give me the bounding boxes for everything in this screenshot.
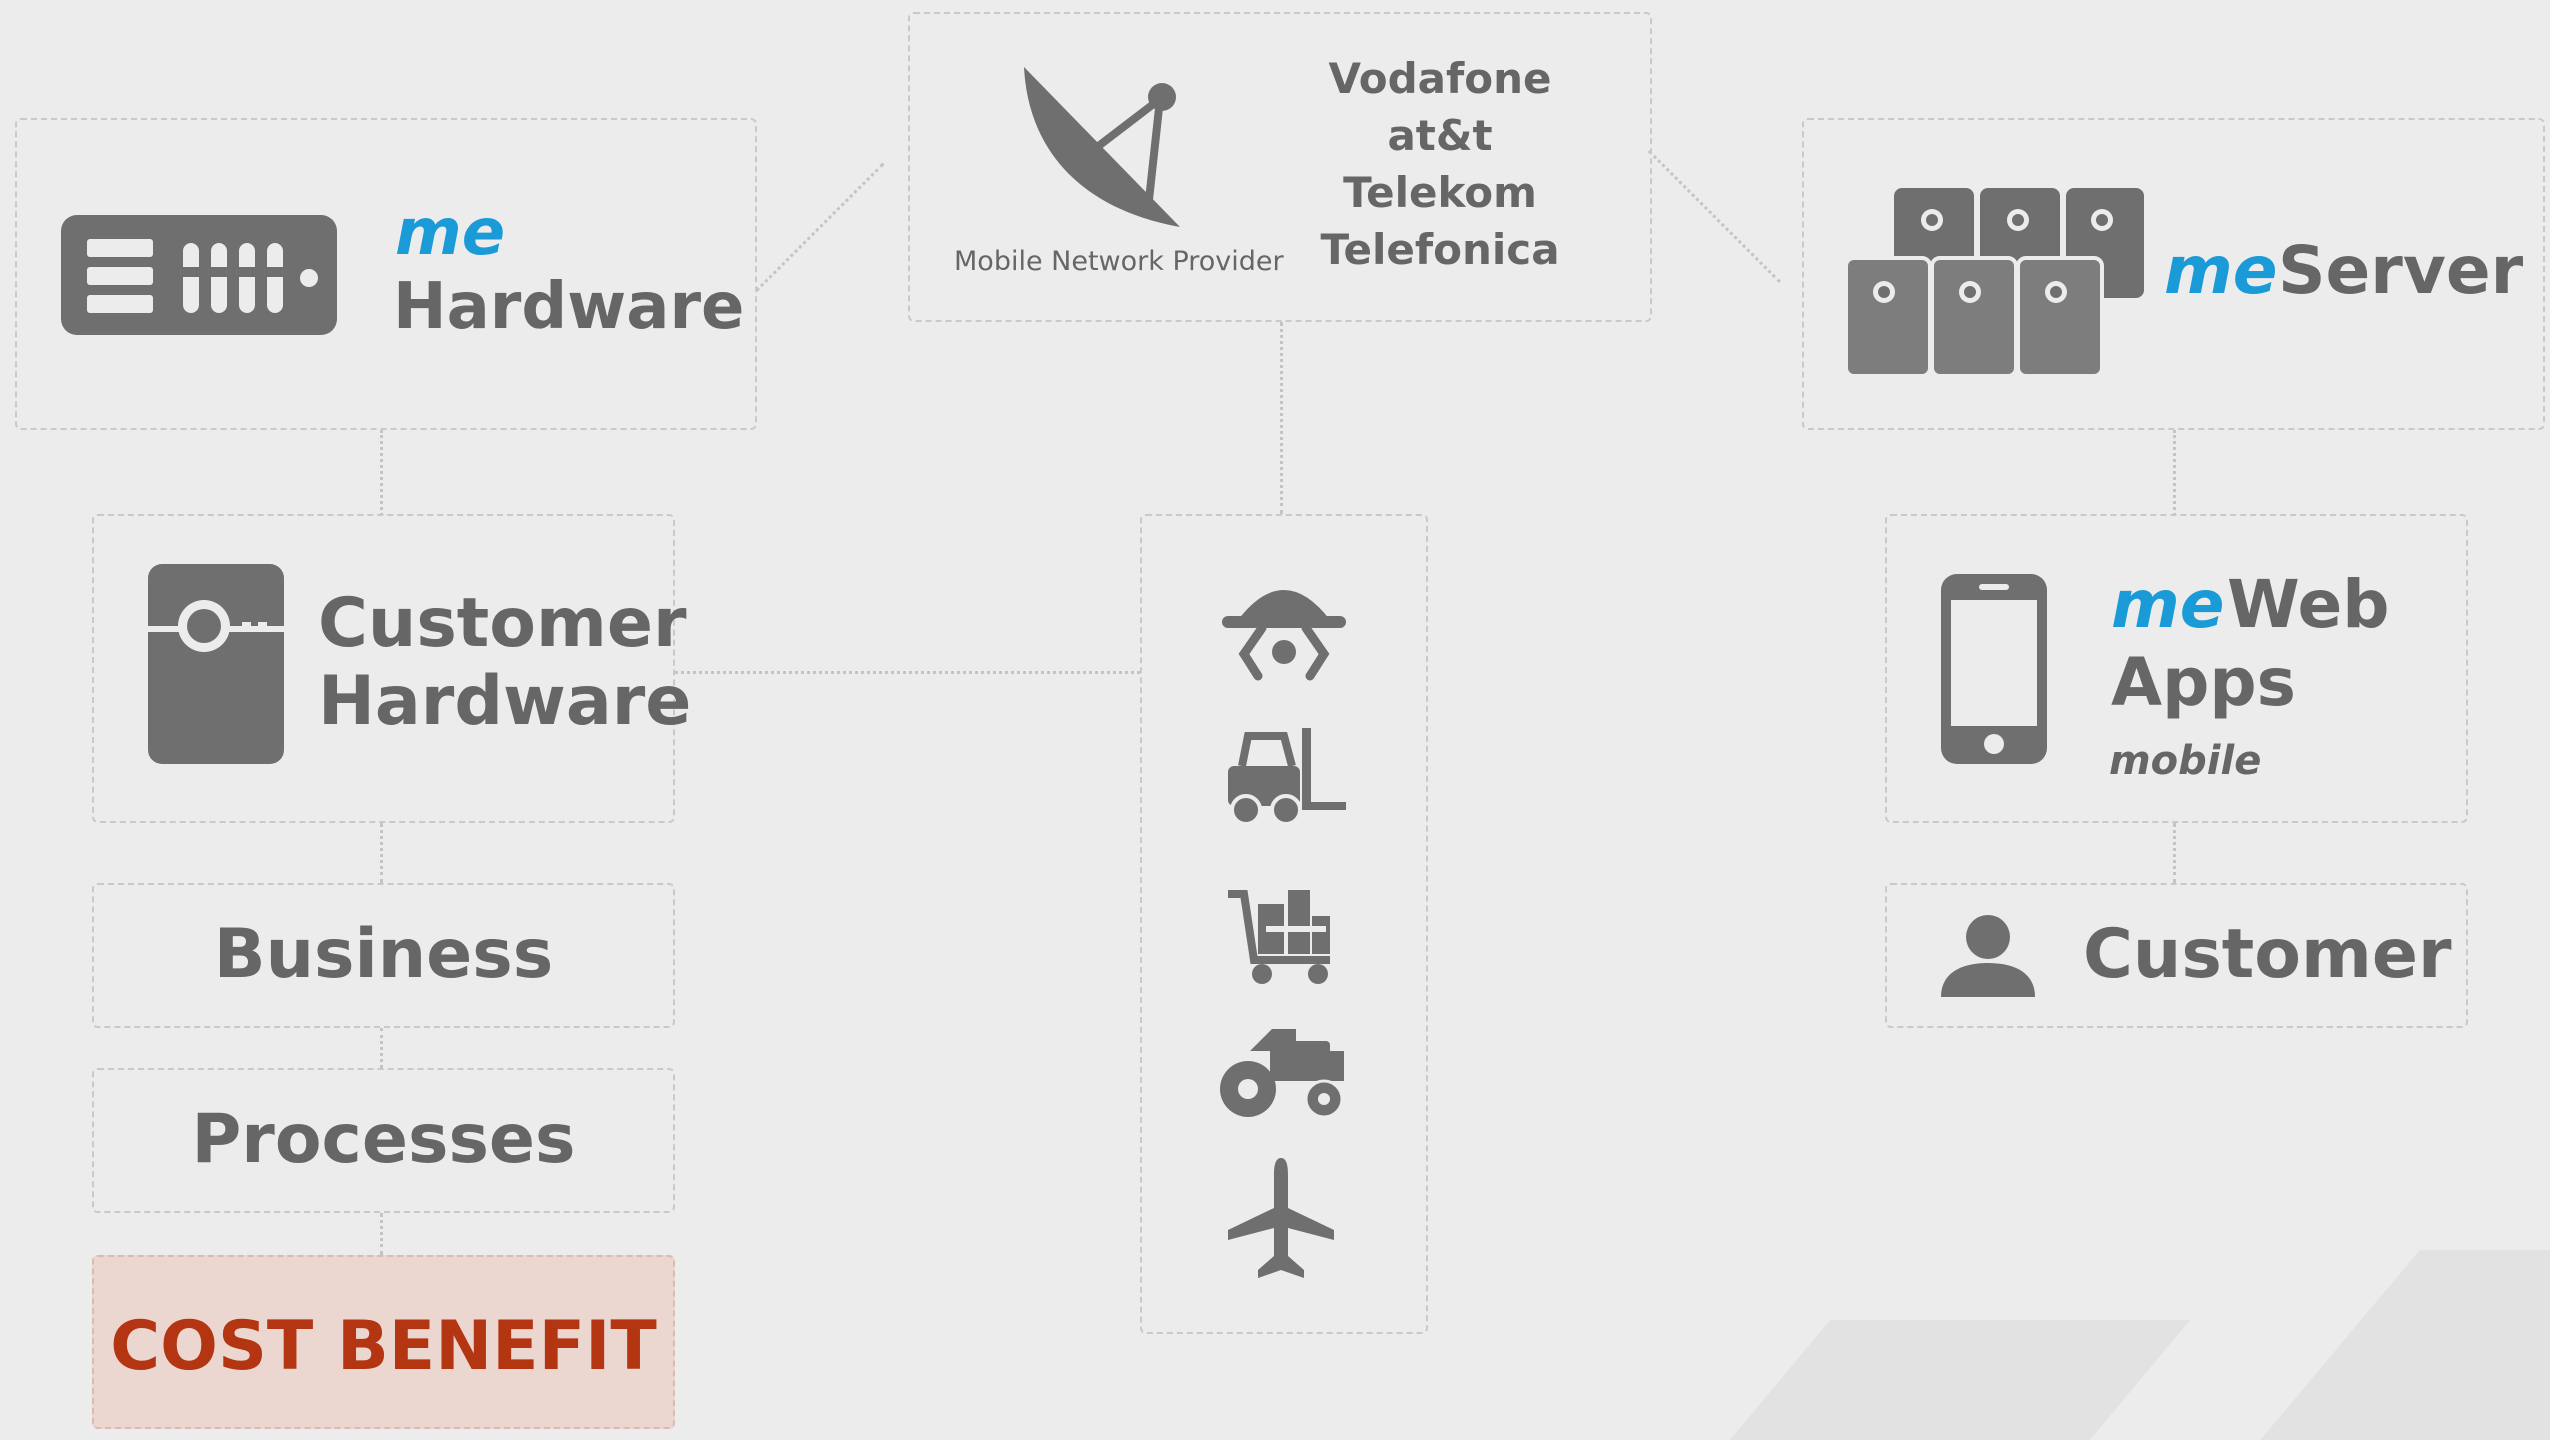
web-label: Web xyxy=(2227,566,2390,643)
business-box: Business xyxy=(92,883,675,1028)
airplane-icon xyxy=(1226,1156,1336,1281)
carrier-att: at&t xyxy=(1387,111,1493,160)
cart-icon xyxy=(1226,876,1336,986)
customer-hardware-box: Customer Hardware xyxy=(92,514,691,823)
background-stripe xyxy=(1729,1320,2191,1440)
smartphone-icon xyxy=(1941,574,2047,764)
customer-box: Customer xyxy=(1885,883,2468,1028)
me-brand-label: me xyxy=(2164,232,2278,309)
me-brand-label: me xyxy=(2111,566,2225,643)
me-brand-label: me xyxy=(395,196,506,270)
connector-line xyxy=(380,430,383,516)
forklift-icon xyxy=(1228,726,1348,826)
connector-line xyxy=(675,671,1140,674)
router-icon xyxy=(61,215,337,335)
connector-line xyxy=(755,162,885,293)
connector-line xyxy=(1647,150,1781,283)
me-web-apps-box: me Web Apps mobile xyxy=(1885,514,2468,823)
tractor-icon xyxy=(1220,1021,1350,1121)
carrier-telekom: Telekom xyxy=(1343,168,1537,217)
device-icon xyxy=(148,564,284,764)
customer-label: Customer xyxy=(2083,915,2452,994)
me-hardware-box: me Hardware xyxy=(15,118,757,430)
server-label: Server xyxy=(2278,232,2524,309)
connector-line xyxy=(380,823,383,883)
cost-benefit-label: COST BENEFIT xyxy=(110,1307,657,1386)
customer-hardware-line2: Hardware xyxy=(318,662,692,741)
apps-label: Apps xyxy=(2111,644,2296,721)
connector-line xyxy=(380,1028,383,1068)
connector-line xyxy=(2173,430,2176,516)
carrier-telefonica: Telefonica xyxy=(1320,225,1560,274)
cost-benefit-box: COST BENEFIT xyxy=(92,1255,675,1429)
server-rack-icon xyxy=(1844,188,2144,378)
mobile-network-provider-label: Mobile Network Provider xyxy=(954,246,1284,277)
drone-icon xyxy=(1222,564,1346,688)
processes-box: Processes xyxy=(92,1068,675,1213)
connector-line xyxy=(380,1213,383,1255)
background-stripe xyxy=(2260,1250,2550,1440)
connector-line xyxy=(1280,322,1283,514)
carrier-vodafone: Vodafone xyxy=(1328,54,1552,103)
mobile-network-provider-box: Mobile Network Provider Vodafone at&t Te… xyxy=(908,12,1652,322)
person-icon xyxy=(1941,913,2035,997)
hardware-label: Hardware xyxy=(393,270,745,344)
vehicles-box xyxy=(1140,514,1428,1334)
processes-label: Processes xyxy=(191,1100,576,1179)
business-label: Business xyxy=(213,915,554,994)
connector-line xyxy=(2173,823,2176,883)
mobile-label: mobile xyxy=(2109,738,2262,784)
customer-hardware-line1: Customer xyxy=(318,584,687,663)
satellite-dish-icon xyxy=(1020,59,1195,229)
me-server-box: me Server xyxy=(1802,118,2545,430)
